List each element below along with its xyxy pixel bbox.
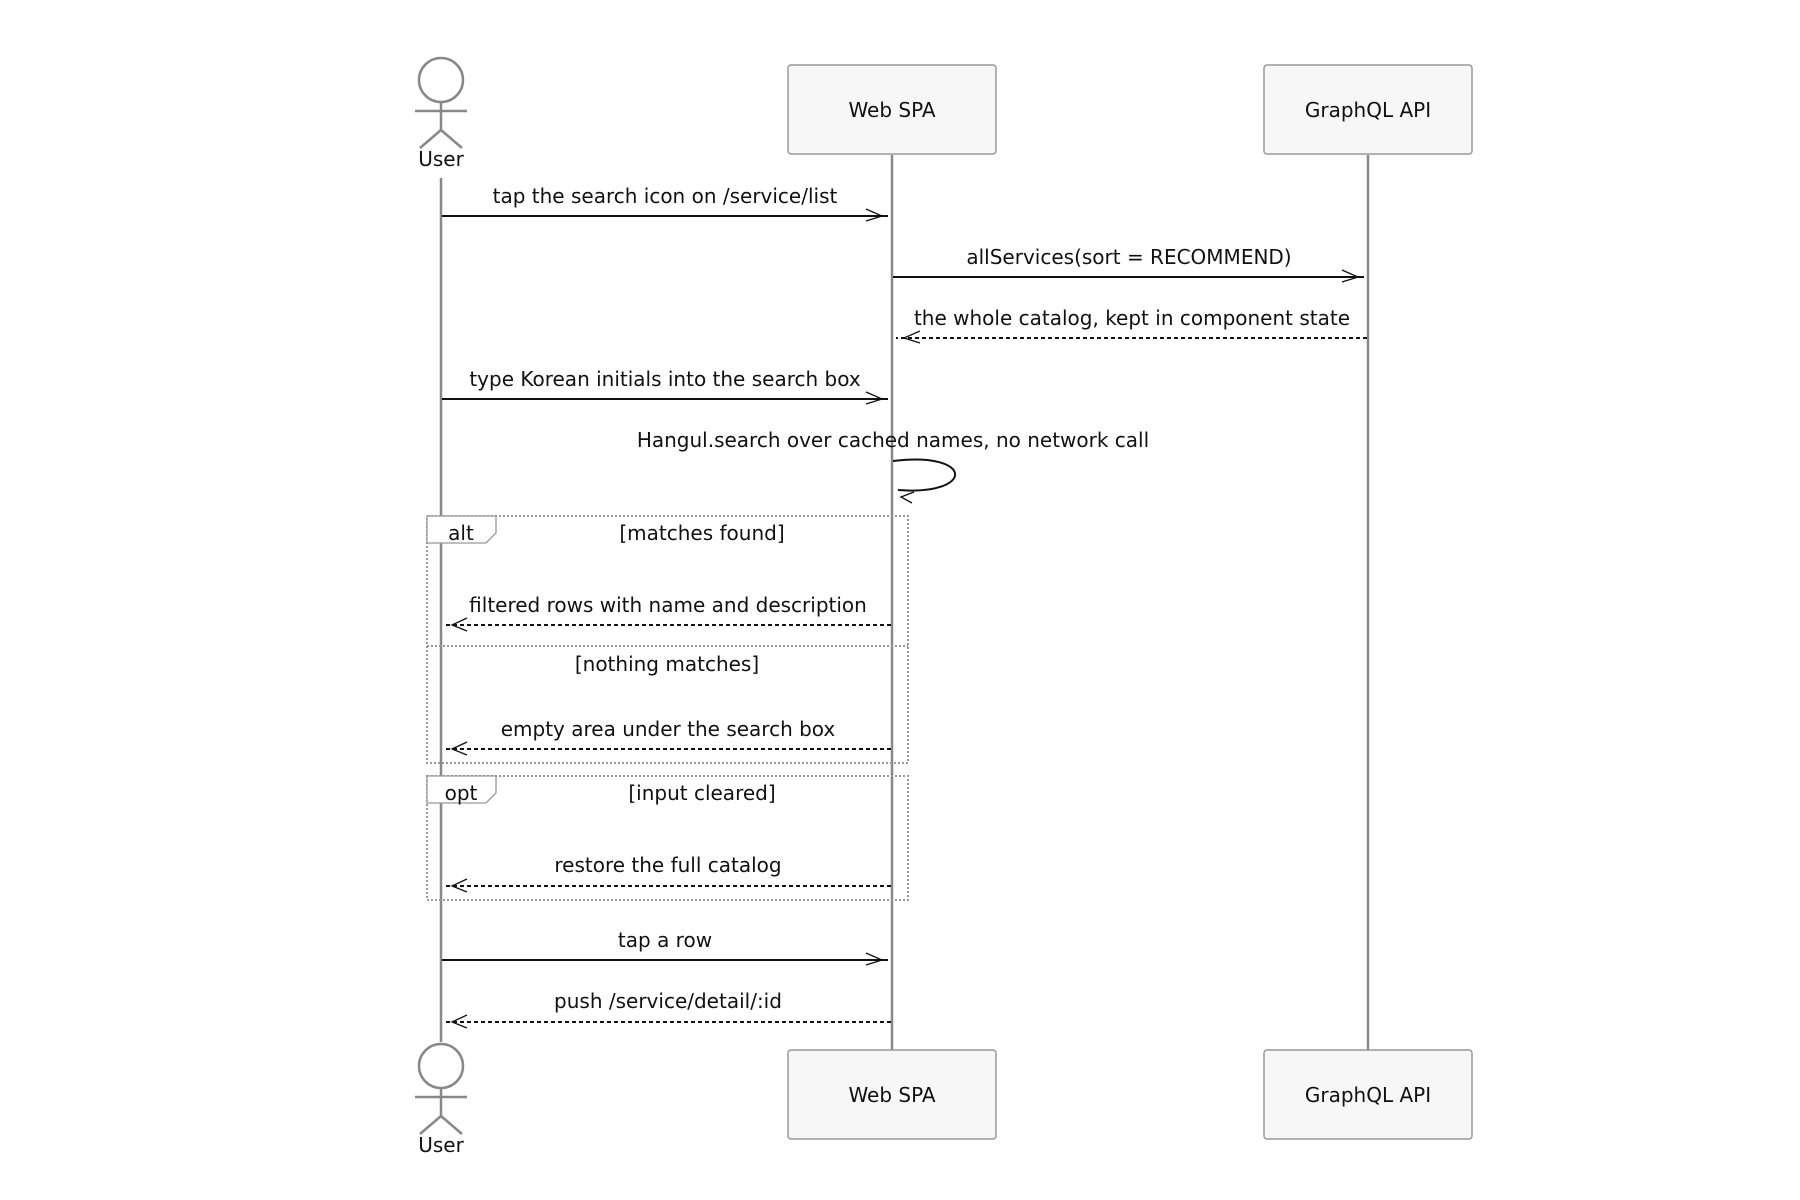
message-2: allServices(sort = RECOMMEND) (893, 245, 1364, 283)
message-1: tap the search icon on /service/list (442, 184, 888, 222)
message-label: restore the full catalog (554, 853, 781, 877)
message-6: filtered rows with name and description (446, 593, 891, 632)
participant-box (1263, 1049, 1473, 1140)
participant-label: Web SPA (848, 98, 935, 122)
arrowhead-icon (902, 330, 921, 344)
message-label: push /service/detail/:id (554, 989, 782, 1013)
participant-graphql-api-bottom: GraphQL API (1263, 1049, 1473, 1140)
alt-frame: alt [matches found] [nothing matches] (426, 515, 909, 764)
message-label: filtered rows with name and description (469, 593, 867, 617)
message-label: the whole catalog, kept in component sta… (914, 306, 1350, 330)
participant-user-bottom: User (415, 1042, 467, 1157)
arrowhead-icon (1341, 269, 1360, 283)
participant-label: GraphQL API (1305, 98, 1431, 122)
message-label: allServices(sort = RECOMMEND) (966, 245, 1291, 269)
participant-web-spa-top: Web SPA (787, 64, 997, 155)
participant-label: User (418, 147, 464, 171)
participant-label: GraphQL API (1305, 1083, 1431, 1107)
participant-label: Web SPA (848, 1083, 935, 1107)
opt-frame: opt [input cleared] (426, 775, 909, 901)
arrowhead-icon (450, 617, 468, 632)
message-label: Hangul.search over cached names, no netw… (637, 428, 1149, 452)
message-8: restore the full catalog (446, 853, 891, 893)
frame-border (426, 775, 909, 901)
participant-web-spa-bottom: Web SPA (787, 1049, 997, 1140)
participant-box (787, 1049, 997, 1140)
message-10: push /service/detail/:id (446, 989, 891, 1029)
message-5: Hangul.search over cached names, no netw… (637, 428, 1149, 504)
participant-user-top: User (415, 56, 467, 171)
self-call-loop (892, 458, 956, 492)
participant-graphql-api-top: GraphQL API (1263, 64, 1473, 155)
participant-box (1263, 64, 1473, 155)
frame-condition: [matches found] (619, 521, 784, 545)
message-label: empty area under the search box (501, 717, 836, 741)
message-label: tap a row (618, 928, 712, 952)
frame-condition: [nothing matches] (575, 652, 759, 676)
actor-icon (415, 56, 467, 149)
arrowhead-icon (450, 741, 468, 756)
arrowhead-icon (865, 208, 884, 222)
arrowhead-icon (450, 1014, 468, 1029)
participant-box (787, 64, 997, 155)
frame-keyword: opt (445, 781, 478, 805)
message-9: tap a row (442, 928, 888, 966)
arrowhead-icon (450, 878, 468, 893)
message-4: type Korean initials into the search box (442, 367, 888, 405)
message-7: empty area under the search box (446, 717, 891, 756)
frame-condition: [input cleared] (628, 781, 775, 805)
message-label: type Korean initials into the search box (469, 367, 861, 391)
arrowhead-icon (899, 491, 915, 504)
frame-tab (426, 775, 497, 804)
participant-label: User (418, 1133, 464, 1157)
message-label: tap the search icon on /service/list (493, 184, 838, 208)
actor-icon (415, 1042, 467, 1135)
arrowhead-icon (865, 391, 884, 405)
arrowhead-icon (865, 952, 884, 966)
frame-tab (426, 515, 497, 544)
frame-border (426, 515, 909, 764)
frame-keyword: alt (448, 521, 474, 545)
message-3: the whole catalog, kept in component sta… (896, 306, 1367, 344)
